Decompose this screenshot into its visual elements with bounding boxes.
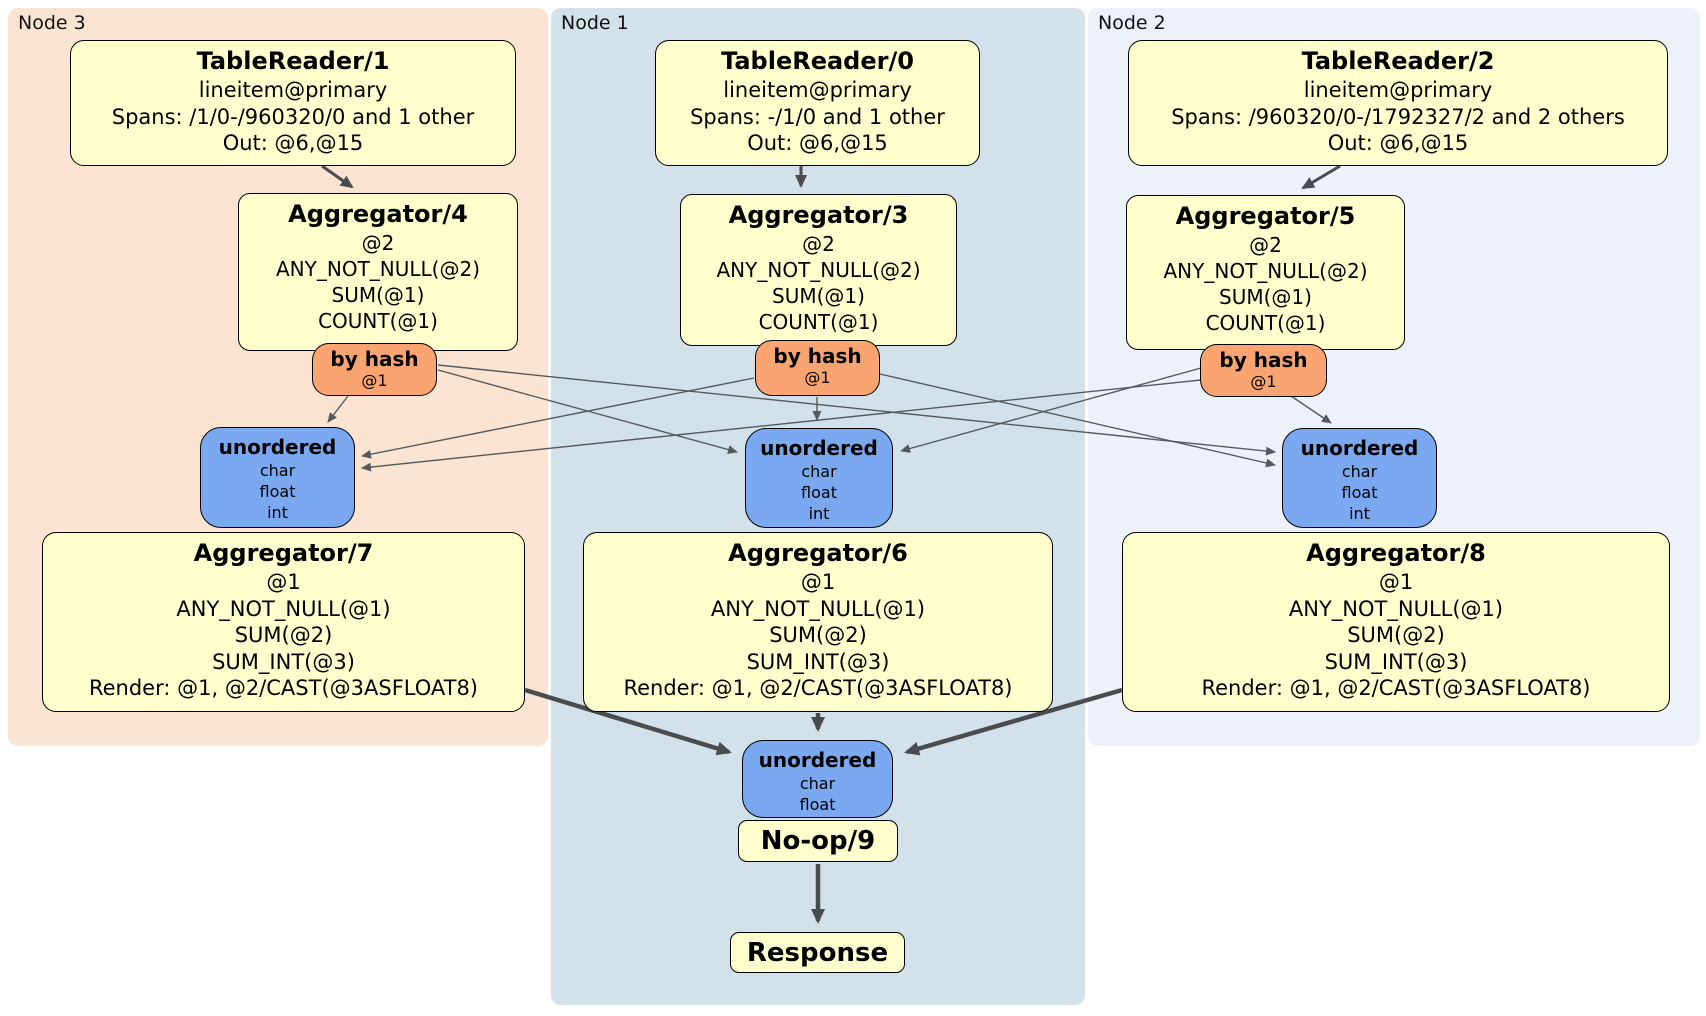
panel-node-2-label: Node 2 [1098, 12, 1166, 34]
sync-type: char [1341, 462, 1378, 481]
panel-node-1-label: Node 1 [561, 12, 629, 34]
agg-line: @2 [361, 231, 395, 255]
render-line: Render: @1, @2/CAST(@3ASFLOAT8) [1201, 676, 1591, 700]
agg-line: COUNT(@1) [318, 309, 438, 333]
hash-router-title: by hash [773, 344, 862, 368]
sync-type: float [799, 795, 836, 814]
aggregator-8-title: Aggregator/8 [1306, 539, 1486, 567]
sync-type: int [1349, 504, 1370, 523]
aggregator-3-box: Aggregator/3 @2 ANY_NOT_NULL(@2) SUM(@1)… [680, 194, 957, 346]
noop-title: No-op/9 [760, 826, 876, 856]
agg-line: SUM_INT(@3) [1324, 649, 1468, 674]
tablereader-2-title: TableReader/2 [1301, 47, 1495, 75]
hash-router-node3: by hash @1 [312, 343, 437, 396]
unordered-sync-node3: unordered char float int [200, 427, 355, 528]
hash-router-column: @1 [361, 371, 388, 390]
sync-title: unordered [758, 748, 877, 772]
agg-line: SUM_INT(@3) [746, 649, 890, 674]
unordered-sync-node1: unordered char float int [745, 428, 893, 528]
aggregator-4-box: Aggregator/4 @2 ANY_NOT_NULL(@2) SUM(@1)… [238, 193, 518, 351]
unordered-sync-node2: unordered char float int [1282, 428, 1437, 528]
aggregator-7-box: Aggregator/7 @1 ANY_NOT_NULL(@1) SUM(@2)… [42, 532, 525, 712]
agg-line: ANY_NOT_NULL(@2) [1163, 259, 1368, 283]
sync-type: int [808, 504, 830, 523]
tablereader-0-title: TableReader/0 [721, 47, 914, 75]
spans-line: Spans: -/1/0 and 1 other [690, 104, 945, 129]
table-index-line: lineitem@primary [1303, 78, 1493, 102]
hash-router-node2: by hash @1 [1200, 344, 1327, 397]
agg-line: SUM(@2) [234, 623, 333, 647]
out-line: Out: @6,@15 [747, 131, 888, 155]
response-title: Response [746, 937, 889, 968]
agg-line: ANY_NOT_NULL(@1) [710, 596, 926, 621]
agg-line: COUNT(@1) [1205, 311, 1326, 335]
agg-line: SUM(@1) [1219, 285, 1312, 309]
out-line: Out: @6,@15 [1327, 131, 1469, 155]
render-line: Render: @1, @2/CAST(@3ASFLOAT8) [623, 676, 1013, 700]
agg-line: COUNT(@1) [758, 310, 879, 334]
agg-line: ANY_NOT_NULL(@2) [716, 258, 921, 282]
aggregator-6-box: Aggregator/6 @1 ANY_NOT_NULL(@1) SUM(@2)… [583, 532, 1053, 712]
sync-type: int [267, 503, 288, 522]
unordered-sync-output: unordered char float [742, 740, 893, 818]
aggregator-5-title: Aggregator/5 [1175, 202, 1356, 230]
sync-type: char [799, 774, 836, 793]
spans-line: Spans: /1/0-/960320/0 and 1 other [111, 104, 475, 129]
agg-line: SUM(@1) [331, 283, 425, 307]
tablereader-2-box: TableReader/2 lineitem@primary Spans: /9… [1128, 40, 1668, 166]
sync-type: float [801, 483, 837, 502]
sync-title: unordered [218, 435, 337, 459]
sync-title: unordered [760, 436, 878, 460]
aggregator-6-title: Aggregator/6 [728, 539, 908, 567]
agg-line: @1 [1378, 570, 1414, 594]
render-line: Render: @1, @2/CAST(@3ASFLOAT8) [88, 676, 479, 700]
hash-router-column: @1 [1250, 372, 1277, 391]
agg-line: @1 [266, 570, 301, 594]
sync-type: char [259, 461, 296, 480]
aggregator-5-box: Aggregator/5 @2 ANY_NOT_NULL(@2) SUM(@1)… [1126, 195, 1405, 350]
hash-router-title: by hash [1219, 348, 1308, 372]
hash-router-node1: by hash @1 [755, 340, 880, 396]
agg-line: SUM(@2) [1347, 623, 1445, 647]
tablereader-0-box: TableReader/0 lineitem@primary Spans: -/… [655, 40, 980, 166]
aggregator-4-title: Aggregator/4 [288, 200, 468, 228]
hash-router-title: by hash [330, 347, 419, 371]
agg-line: SUM(@2) [769, 623, 867, 647]
spans-line: Spans: /960320/0-/1792327/2 and 2 others [1171, 104, 1625, 129]
agg-line: @2 [1249, 233, 1282, 257]
aggregator-3-title: Aggregator/3 [728, 201, 909, 229]
panel-node-3-label: Node 3 [18, 12, 86, 34]
tablereader-1-box: TableReader/1 lineitem@primary Spans: /1… [70, 40, 516, 166]
aggregator-8-box: Aggregator/8 @1 ANY_NOT_NULL(@1) SUM(@2)… [1122, 532, 1670, 712]
agg-line: SUM_INT(@3) [212, 649, 355, 674]
sync-title: unordered [1300, 436, 1419, 460]
sync-type: char [801, 462, 837, 481]
agg-line: @1 [800, 570, 836, 594]
agg-line: ANY_NOT_NULL(@1) [176, 596, 391, 621]
noop-box: No-op/9 [738, 820, 898, 862]
out-line: Out: @6,@15 [222, 131, 364, 155]
tablereader-1-title: TableReader/1 [196, 47, 390, 75]
aggregator-7-title: Aggregator/7 [193, 539, 374, 567]
table-index-line: lineitem@primary [198, 78, 388, 102]
response-box: Response [730, 932, 905, 973]
sync-type: float [259, 482, 296, 501]
agg-line: ANY_NOT_NULL(@1) [1288, 596, 1504, 621]
hash-router-column: @1 [804, 368, 831, 387]
sync-type: float [1341, 483, 1378, 502]
agg-line: SUM(@1) [772, 284, 865, 308]
table-index-line: lineitem@primary [723, 78, 912, 102]
agg-line: @2 [802, 232, 835, 256]
agg-line: ANY_NOT_NULL(@2) [276, 257, 480, 281]
